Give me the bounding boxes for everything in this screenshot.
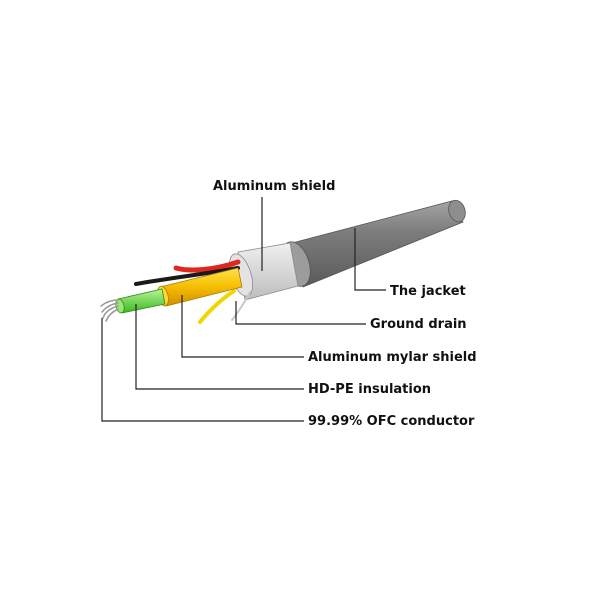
ofc-conductor — [100, 299, 119, 322]
label-jacket: The jacket — [390, 284, 466, 299]
label-aluminum-shield: Aluminum shield — [213, 179, 336, 194]
leader-mylar-shield — [181, 295, 304, 358]
label-ground-drain: Ground drain — [370, 317, 467, 332]
leader-jacket — [354, 228, 386, 291]
black-wire — [134, 266, 240, 286]
leader-conductor — [101, 318, 304, 422]
jacket — [281, 199, 466, 288]
jacket-end-cap — [448, 199, 466, 223]
label-conductor: 99.99% OFC conductor — [308, 414, 475, 429]
label-mylar-shield: Aluminum mylar shield — [308, 350, 477, 365]
yellow-wire — [198, 289, 236, 324]
inner-wires — [134, 259, 251, 324]
red-wire — [173, 259, 241, 273]
leader-lines — [101, 197, 386, 422]
leader-insulation — [135, 304, 304, 390]
leader-ground-drain — [235, 301, 366, 325]
label-insulation: HD-PE insulation — [308, 382, 432, 397]
ground-drain-wire — [231, 291, 251, 321]
hdpe-insulation — [115, 288, 166, 314]
